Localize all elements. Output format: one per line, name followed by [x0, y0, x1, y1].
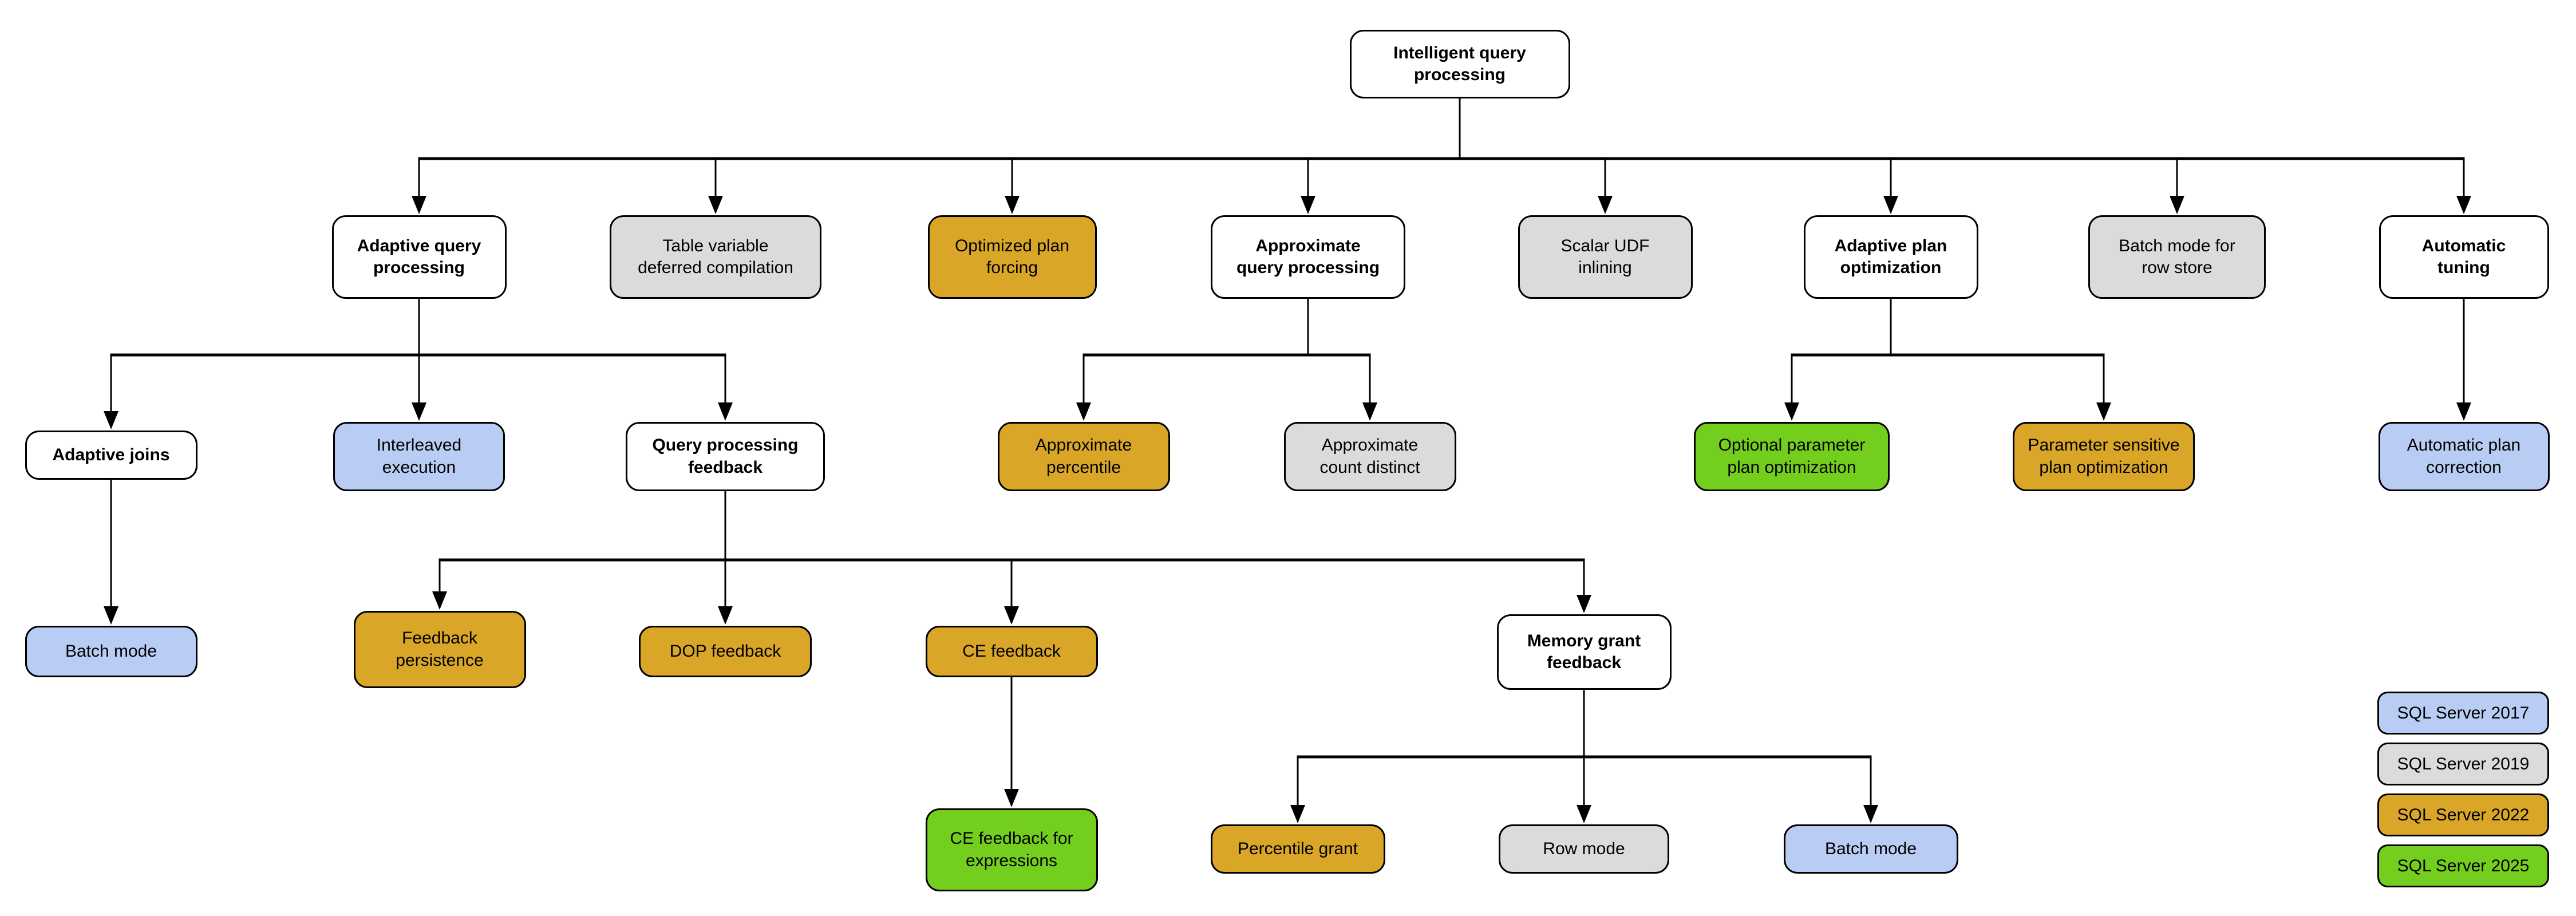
arrowhead-icon [1598, 196, 1613, 214]
arrowhead-icon [432, 591, 447, 610]
arrowhead-icon [412, 402, 426, 421]
node-automatic-plan-correction: Automatic plan correction [2378, 422, 2550, 491]
arrowhead-icon [1004, 789, 1019, 807]
arrowhead-icon [1290, 805, 1305, 823]
arrowhead-icon [718, 606, 733, 625]
arrowhead-icon [2456, 402, 2471, 421]
arrowhead-icon [1883, 196, 1898, 214]
node-optional-parameter-plan-optimization: Optional parameter plan optimization [1694, 422, 1890, 491]
node-automatic-tuning: Automatic tuning [2379, 215, 2549, 299]
legend-item-sql-server-2025: SQL Server 2025 [2377, 844, 2549, 887]
arrowhead-icon [1076, 402, 1091, 421]
node-batch-mode-adaptive-joins: Batch mode [25, 626, 197, 677]
node-ce-feedback: CE feedback [925, 626, 1098, 677]
node-memory-grant-feedback: Memory grant feedback [1496, 614, 1672, 690]
node-approximate-count-distinct: Approximate count distinct [1283, 422, 1456, 491]
arrowhead-icon [1784, 402, 1799, 421]
node-table-variable-deferred-compilation: Table variable deferred compilation [610, 215, 821, 299]
node-batch-mode-for-row-store: Batch mode for row store [2088, 215, 2266, 299]
legend-item-sql-server-2019: SQL Server 2019 [2377, 743, 2549, 785]
node-scalar-udf-inlining: Scalar UDF inlining [1518, 215, 1693, 299]
node-dop-feedback: DOP feedback [639, 626, 812, 677]
arrowhead-icon [1577, 595, 1591, 613]
arrowhead-icon [708, 196, 723, 214]
arrowhead-icon [104, 606, 118, 625]
arrowhead-icon [412, 196, 426, 214]
arrowhead-icon [1362, 402, 1377, 421]
node-percentile-grant: Percentile grant [1210, 824, 1385, 874]
arrowhead-icon [1577, 805, 1591, 823]
arrowhead-icon [1863, 805, 1878, 823]
arrowhead-icon [1004, 606, 1019, 625]
node-ce-feedback-for-expressions: CE feedback for expressions [925, 808, 1098, 891]
node-adaptive-plan-optimization: Adaptive plan optimization [1803, 215, 1978, 299]
node-batch-mode-memory-grant: Batch mode [1783, 824, 1958, 874]
node-row-mode: Row mode [1499, 824, 1669, 874]
node-feedback-persistence: Feedback persistence [353, 611, 526, 688]
node-interleaved-execution: Interleaved execution [333, 422, 505, 491]
arrowhead-icon [2170, 196, 2184, 214]
node-intelligent-query-processing: Intelligent query processing [1349, 30, 1570, 98]
node-parameter-sensitive-plan-optimization: Parameter sensitive plan optimization [2013, 422, 2195, 491]
arrowhead-icon [1005, 196, 1020, 214]
arrowhead-icon [2456, 196, 2471, 214]
arrowhead-icon [2096, 402, 2111, 421]
legend-item-sql-server-2017: SQL Server 2017 [2377, 692, 2549, 735]
node-adaptive-joins: Adaptive joins [25, 431, 197, 480]
arrowhead-icon [1301, 196, 1315, 214]
node-adaptive-query-processing: Adaptive query processing [331, 215, 507, 299]
arrowhead-icon [104, 411, 118, 429]
node-approximate-query-processing: Approximate query processing [1211, 215, 1405, 299]
node-query-processing-feedback: Query processing feedback [626, 422, 825, 491]
legend-item-sql-server-2022: SQL Server 2022 [2377, 793, 2549, 836]
arrowhead-icon [718, 402, 733, 421]
node-optimized-plan-forcing: Optimized plan forcing [927, 215, 1097, 299]
node-approximate-percentile: Approximate percentile [997, 422, 1170, 491]
